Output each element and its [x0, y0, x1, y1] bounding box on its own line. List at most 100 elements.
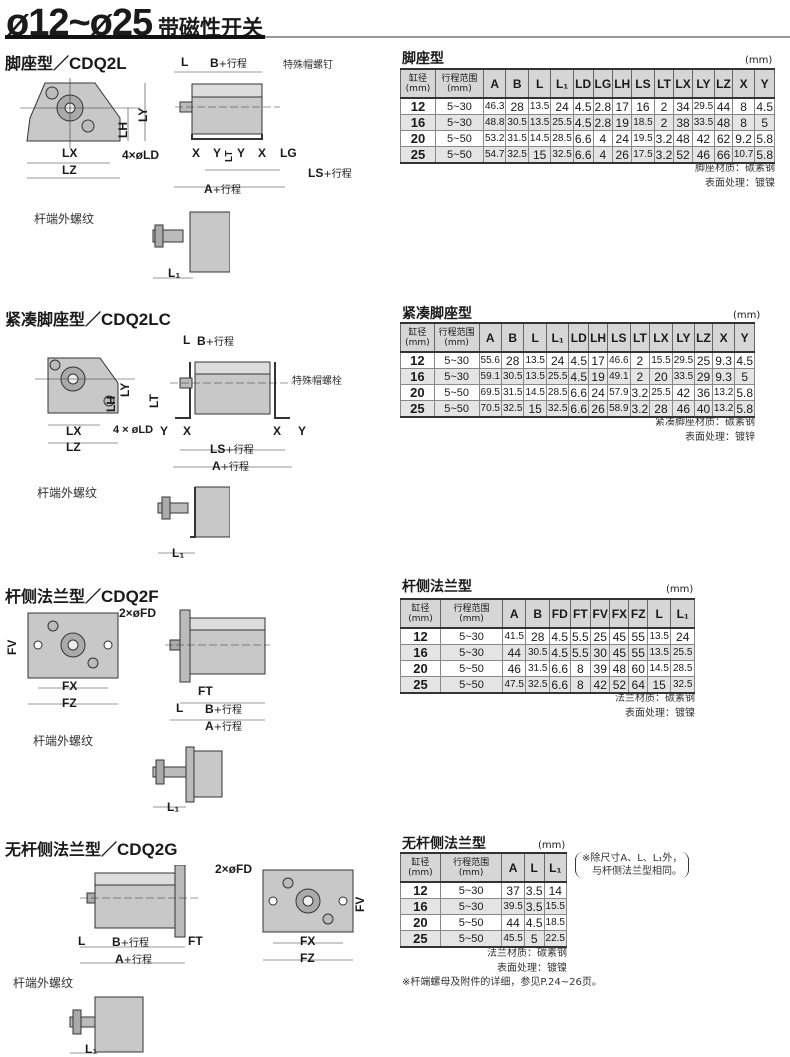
column-header: LS	[631, 69, 655, 99]
dim-x: X	[192, 146, 201, 160]
dimension-cell: 2	[653, 114, 675, 131]
dim-a-stroke: A+行程	[205, 719, 243, 733]
dimension-cell: 13.5	[523, 368, 547, 385]
dimension-cell: 15.5	[543, 898, 568, 915]
dimension-cell: 19	[588, 368, 609, 385]
column-header: 行程范围(mm)	[434, 69, 484, 99]
stroke-range-cell: 5~30	[434, 97, 484, 115]
dimension-cell: 69.5	[478, 384, 502, 401]
cdq2l-rod-drawing	[152, 211, 230, 279]
cdq2lc-front-drawing	[35, 357, 135, 444]
dimension-cell: 30.5	[525, 644, 550, 661]
dim-ld: 4×øLD	[122, 148, 160, 162]
dimension-cell: 39.5	[501, 898, 525, 915]
dimension-cell: 42	[590, 676, 611, 694]
bore-cell: 20	[400, 130, 436, 147]
table-unit: (mm)	[745, 55, 773, 66]
dimension-cell: 48	[714, 114, 733, 131]
dim-l: L	[176, 701, 184, 715]
dimension-cell: 44	[714, 97, 733, 115]
table-title: 杆侧法兰型	[402, 579, 472, 595]
bore-cell: 12	[400, 881, 441, 899]
dimension-cell: 55.6	[478, 351, 502, 369]
dimension-cell: 3.5	[523, 898, 545, 915]
dimension-cell: 6.6	[572, 146, 594, 164]
column-header: Y	[734, 323, 755, 353]
dimension-cell: 14	[543, 881, 568, 899]
dimension-cell: 45	[609, 627, 630, 645]
dimension-cell: 30.5	[505, 114, 529, 131]
cdq2f-side-drawing	[165, 609, 270, 721]
dimension-cell: 24	[612, 130, 633, 147]
dimension-cell: 25.5	[550, 114, 574, 131]
column-header: FX	[609, 599, 630, 629]
dimension-cell: 41.5	[501, 627, 527, 645]
bore-cell: 16	[400, 114, 436, 131]
bore-cell: 16	[400, 644, 441, 661]
column-header: A	[482, 69, 507, 99]
dim-a-stroke: A+行程	[204, 182, 242, 196]
column-header: 缸径(mm)	[400, 599, 441, 629]
dimension-cell: 29	[694, 368, 713, 385]
cdq2l-side-drawing	[174, 71, 285, 188]
column-header: LX	[649, 323, 673, 353]
dimension-cell: 24	[588, 384, 609, 401]
column-header: FT	[569, 599, 592, 629]
dimension-cell: 57.9	[607, 384, 631, 401]
column-header: A	[501, 853, 525, 883]
bore-cell: 25	[400, 930, 441, 948]
dim-b-stroke: B+行程	[197, 334, 235, 348]
dimension-cell: 36	[694, 384, 713, 401]
dim-lz: LZ	[62, 163, 77, 177]
dimension-cell: 2	[629, 351, 651, 369]
dimension-cell: 14.5	[523, 384, 547, 401]
column-header: L	[523, 323, 547, 353]
bore-cell: 25	[400, 400, 435, 418]
dimension-cell: 37	[501, 881, 525, 899]
dimension-cell: 52	[673, 146, 693, 164]
dimension-cell: 42	[691, 130, 716, 147]
dimension-cell: 14.5	[646, 660, 672, 677]
dimension-cell: 28.5	[670, 660, 695, 677]
section-title-cdq2g: 无杆侧法兰型／CDQ2G	[5, 840, 178, 859]
dimension-cell: 9.3	[711, 351, 736, 369]
section-title-cdq2f: 杆侧法兰型／CDQ2F	[5, 587, 159, 606]
column-header: 行程范围(mm)	[440, 599, 503, 629]
dim-ft: FT	[188, 934, 203, 948]
dimension-cell: 2	[653, 97, 675, 115]
column-header: L	[646, 599, 672, 629]
dim-b-stroke: B+行程	[112, 935, 150, 949]
cdq2g-rod-drawing	[69, 996, 144, 1054]
column-header: L	[523, 853, 545, 883]
stroke-range-cell: 5~50	[433, 384, 480, 401]
dimension-cell: 53.2	[482, 130, 507, 147]
dim-lz: LZ	[66, 440, 81, 454]
bore-cell: 16	[400, 898, 441, 915]
bore-cell: 12	[400, 627, 441, 645]
dimension-cell: 13.2	[711, 384, 736, 401]
dimension-cell: 29.5	[691, 97, 716, 115]
column-header: LY	[691, 69, 716, 99]
dimension-cell: 3.2	[629, 400, 651, 418]
dimension-cell: 4.5	[548, 644, 571, 661]
dimension-cell: 25	[694, 351, 713, 369]
dim-lt: LT	[224, 150, 235, 162]
dimension-cell: 17	[612, 97, 633, 115]
dimension-cell: 30	[590, 644, 611, 661]
stroke-range-cell: 5~50	[434, 130, 484, 147]
dimension-cell: 22.5	[543, 930, 568, 948]
dim-ly: LY	[136, 107, 150, 122]
column-header: LZ	[714, 69, 733, 99]
dimension-cell: 30.5	[500, 368, 525, 385]
table-title: 脚座型	[402, 51, 444, 67]
dim-y: Y	[298, 424, 307, 438]
column-header: X	[731, 69, 756, 99]
column-header: 行程范围(mm)	[439, 853, 503, 883]
